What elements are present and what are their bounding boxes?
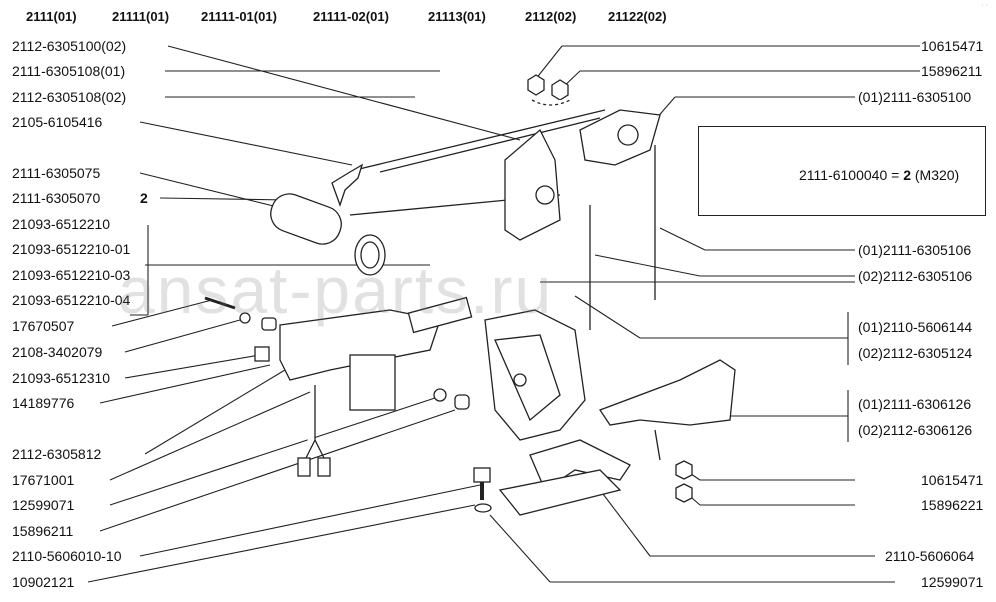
callout-part: 2111-6100040 =	[799, 167, 904, 183]
callout-qty: 2	[903, 167, 911, 183]
label-2111-6305108-01: 2111-6305108(01)	[12, 63, 126, 79]
label-12599071-left: 12599071	[12, 497, 75, 513]
model-21122: 21122(02)	[608, 9, 667, 24]
model-21111-02: 21111-02(01)	[313, 9, 389, 24]
model-21111-01: 21111-01(01)	[201, 9, 277, 24]
label-21093-6512210-03: 21093-6512210-03	[12, 267, 131, 283]
label-01-2111-6305106: (01)2111-6305106	[858, 242, 972, 258]
label-21093-6512210-01: 21093-6512210-01	[12, 241, 131, 257]
label-2112-6305100-02: 2112-6305100(02)	[12, 38, 127, 54]
label-21093-6512210-04: 21093-6512210-04	[12, 292, 131, 308]
label-01-2111-6305100: (01)2111-6305100	[858, 89, 972, 105]
label-2111-6305070: 2111-6305070	[12, 190, 101, 206]
label-02-2112-6306126: (02)2112-6306126	[858, 422, 973, 438]
label-15896221: 15896221	[921, 497, 984, 513]
model-21113: 21113(01)	[428, 9, 486, 24]
label-2111-6305075: 2111-6305075	[12, 165, 101, 181]
qty-label: 2	[140, 190, 148, 206]
label-2110-5606064: 2110-5606064	[885, 548, 975, 564]
callout-text: 2111-6100040 = 2 (M320)	[799, 167, 959, 183]
model-21111: 21111(01)	[112, 9, 170, 24]
label-12599071-right: 12599071	[921, 574, 984, 590]
label-21093-6512310: 21093-6512310	[12, 370, 111, 386]
label-10615471-bottom: 10615471	[921, 472, 984, 488]
label-14189776: 14189776	[12, 395, 75, 411]
label-01-2111-6306126: (01)2111-6306126	[858, 396, 972, 412]
label-15896211-left: 15896211	[12, 523, 74, 539]
label-2108-3402079: 2108-3402079	[12, 344, 103, 360]
label-2112-6305108-02: 2112-6305108(02)	[12, 89, 127, 105]
model-2112: 2112(02)	[525, 9, 577, 24]
label-10615471-top: 10615471	[921, 38, 984, 54]
label-02-2112-6305124: (02)2112-6305124	[858, 345, 973, 361]
consumables-callout: 2111-6100040 = 2 (M320)	[698, 126, 986, 216]
corner-mark: · ·	[981, 2, 988, 9]
label-2105-6105416: 2105-6105416	[12, 114, 103, 130]
callout-note: (M320)	[910, 167, 960, 183]
watermark: ansat-parts.ru	[118, 253, 554, 327]
model-2111: 2111(01)	[26, 9, 77, 24]
label-21093-6512210: 21093-6512210	[12, 216, 111, 232]
label-02-2112-6305106: (02)2112-6305106	[858, 268, 973, 284]
label-01-2110-5606144: (01)2110-5606144	[858, 319, 973, 335]
label-2112-6305812: 2112-6305812	[12, 446, 102, 462]
label-17670507: 17670507	[12, 318, 75, 334]
label-17671001: 17671001	[12, 472, 75, 488]
label-10902121: 10902121	[12, 574, 75, 590]
label-2110-5606010-10: 2110-5606010-10	[12, 548, 122, 564]
label-15896211-top: 15896211	[921, 63, 983, 79]
